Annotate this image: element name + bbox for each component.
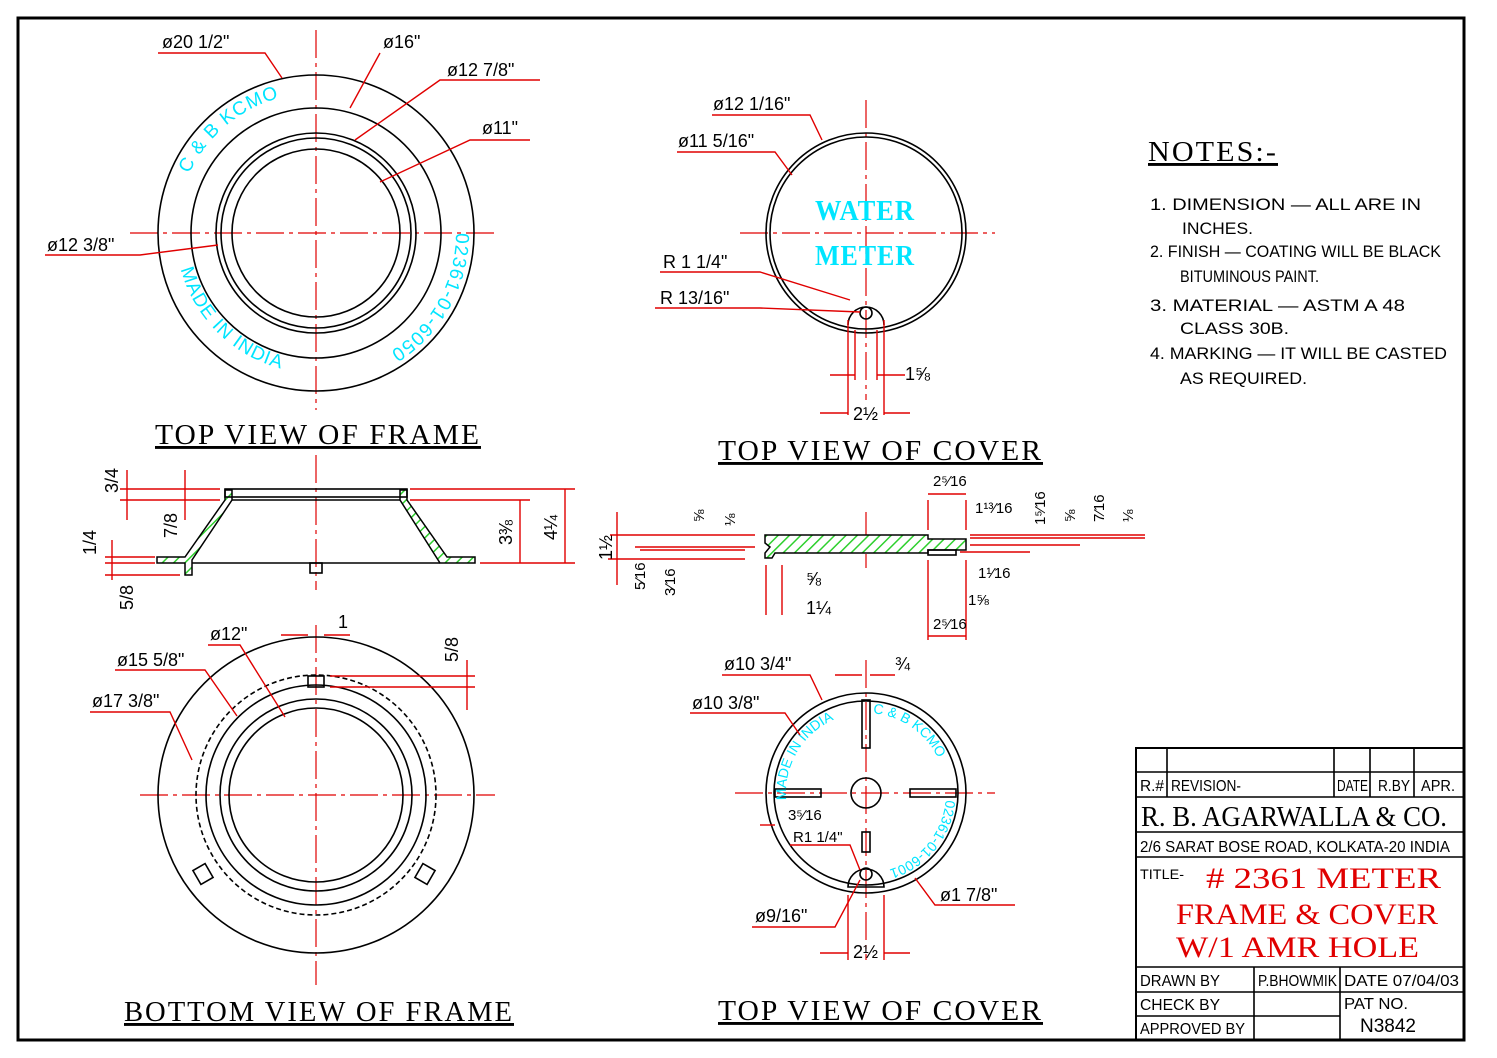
note-line: CLASS 30B.	[1180, 319, 1289, 338]
dim-label: R 13/16"	[660, 288, 729, 308]
approved-by-label: APPROVED BY	[1140, 1021, 1245, 1038]
cover-marking-water: WATER	[815, 196, 915, 227]
view-title: TOP VIEW OF COVER	[718, 435, 1043, 467]
view-title: BOTTOM VIEW OF FRAME	[124, 996, 514, 1028]
note-line: 2. FINISH — COATING WILL BE BLACK	[1150, 242, 1442, 261]
notes-heading: NOTES:-	[1148, 136, 1278, 168]
dim-label: 5/8	[442, 637, 462, 662]
dim-label: 1⁵⁄16	[1032, 491, 1049, 525]
dim-label: ø9/16"	[755, 906, 807, 926]
cover-marking-meter: METER	[815, 241, 915, 272]
drawing-title-line: FRAME & COVER	[1176, 898, 1438, 931]
note-line: INCHES.	[1182, 219, 1253, 238]
dim-label: 2½	[853, 942, 878, 962]
dim-label: ¾	[895, 654, 911, 674]
dim-label: ø10 3/4"	[724, 654, 791, 674]
dim-label: ⅛	[722, 513, 739, 526]
dim-label: ø15 5/8"	[117, 650, 184, 670]
top-view-of-cover: WATER METER ø12 1/16" ø11 5/16" R 1 1/4"…	[655, 94, 1043, 467]
view-title: TOP VIEW OF COVER	[718, 995, 1043, 1027]
note-line: BITUMINOUS PAINT.	[1180, 267, 1319, 286]
company-address: 2/6 SARAT BOSE ROAD, KOLKATA-20 INDIA	[1140, 839, 1450, 856]
dim-label: ⅝	[806, 569, 822, 589]
cover-section-view: 1½ ⅝ ⅛ 5⁄16 3⁄16 ⅝ 1¼ 2⁵⁄16 1¹³⁄16 1⁵⁄16…	[596, 473, 1145, 640]
sheet-border	[16, 16, 1466, 1042]
top-view-of-frame: C & B KCMO MADE IN INDIA 02361-01-6050 ø…	[45, 30, 540, 451]
top-view-of-cover-2: MADE IN INDIA C & B KCMO 02361-01-6001 ø…	[690, 654, 1043, 1027]
dim-label: R1 1/4"	[793, 829, 843, 846]
dim-label: ø16"	[383, 32, 420, 52]
pat-no-value: N3842	[1360, 1016, 1416, 1037]
note-line: 1. DIMENSION — ALL ARE IN	[1150, 195, 1421, 214]
dim-label: ⅝	[1062, 509, 1079, 522]
note-line: 4. MARKING — IT WILL BE CASTED	[1150, 344, 1447, 363]
dim-label: 1	[338, 612, 348, 632]
frame-section-view: 3/4 7/8 1/4 5/8 3⅜ 4¼	[80, 455, 575, 610]
dim-label: 1⅝	[905, 364, 931, 384]
dim-label: 1¹⁄16	[978, 565, 1011, 582]
dim-label: ø1 7/8"	[940, 885, 997, 905]
rev-header: R.#	[1140, 778, 1164, 795]
dim-label: 3⁵⁄16	[788, 807, 822, 824]
dim-label: 5⁄16	[632, 562, 649, 590]
dim-label: ø11"	[482, 118, 518, 138]
drawing-title-line: # 2361 METER	[1206, 862, 1441, 895]
dim-label: R 1 1/4"	[663, 252, 727, 272]
drawn-by-value: P.BHOWMIK	[1258, 973, 1337, 990]
dim-label: ø11 5/16"	[678, 131, 754, 151]
dim-label: 1⅝	[968, 592, 989, 609]
dim-label: 4¼	[541, 514, 561, 540]
dim-label: ø12 1/16"	[713, 94, 790, 114]
dim-label: 3/4	[102, 468, 122, 493]
rev-header: R.BY	[1378, 778, 1410, 795]
dim-label: 2⁵⁄16	[933, 616, 967, 633]
frame-marking-cb-text: C & B KCMO	[175, 82, 280, 176]
title-block: R.# REVISION- DATE R.BY APR. R. B. AGARW…	[1135, 747, 1465, 1041]
dim-label: 5/8	[117, 585, 137, 610]
dim-label: 3⁄16	[662, 568, 679, 596]
bottom-view-of-frame: ø12" 1 ø15 5/8" 5/8 ø17 3/8" BOTTOM VIEW…	[90, 612, 514, 1028]
pat-no-label: PAT NO.	[1344, 996, 1408, 1013]
dim-label: ø17 3/8"	[92, 691, 159, 711]
drawing-date: DATE 07/04/03	[1344, 973, 1459, 990]
cover-marking-cb: C & B KCMO	[872, 700, 949, 759]
dim-label: ø12"	[210, 624, 247, 644]
frame-marking-india: MADE IN INDIA	[176, 264, 286, 373]
title-label: TITLE-	[1140, 866, 1184, 882]
dim-label: ø12 3/8"	[47, 235, 114, 255]
dim-label: ⅝	[691, 509, 708, 522]
company-name: R. B. AGARWALLA & CO.	[1141, 801, 1447, 833]
dim-label: 7/8	[161, 513, 181, 538]
dim-label: 1/4	[80, 530, 100, 555]
frame-marking-india-text: MADE IN INDIA	[176, 264, 285, 373]
cover-marking-india-text: MADE IN INDIA	[773, 708, 836, 801]
rev-header: REVISION-	[1171, 778, 1241, 795]
dim-label: 1½	[596, 535, 616, 560]
dim-label: ø20 1/2"	[162, 32, 229, 52]
dim-label: 3⅜	[496, 519, 516, 545]
dim-label: 1¹³⁄16	[975, 500, 1013, 517]
cover-marking-india: MADE IN INDIA	[773, 708, 836, 801]
note-line: AS REQUIRED.	[1180, 369, 1307, 388]
notes: NOTES:- 1. DIMENSION — ALL ARE IN INCHES…	[1148, 136, 1447, 388]
drawn-by-label: DRAWN BY	[1140, 973, 1220, 990]
rev-header: APR.	[1421, 778, 1455, 795]
check-by-label: CHECK BY	[1140, 997, 1220, 1014]
rev-header: DATE	[1337, 778, 1368, 795]
dim-label: 1¼	[806, 598, 832, 618]
dim-label: 2⁵⁄16	[933, 473, 967, 490]
frame-marking-cb: C & B KCMO	[175, 82, 281, 176]
cover-marking-cb-text: C & B KCMO	[872, 700, 949, 759]
dim-label: 2½	[853, 404, 878, 424]
dim-label: 7⁄16	[1091, 494, 1108, 522]
note-line: 3. MATERIAL — ASTM A 48	[1150, 296, 1405, 315]
dim-label: ø10 3/8"	[692, 693, 759, 713]
dim-label: ø12 7/8"	[447, 60, 514, 80]
cover-marking-code: 02361-01-6001	[888, 800, 959, 882]
cover-marking-code-text: 02361-01-6001	[888, 800, 959, 882]
drawing-title-line: W/1 AMR HOLE	[1176, 931, 1419, 964]
dim-label: ⅛	[1120, 509, 1137, 522]
view-title: TOP VIEW OF FRAME	[155, 419, 481, 451]
